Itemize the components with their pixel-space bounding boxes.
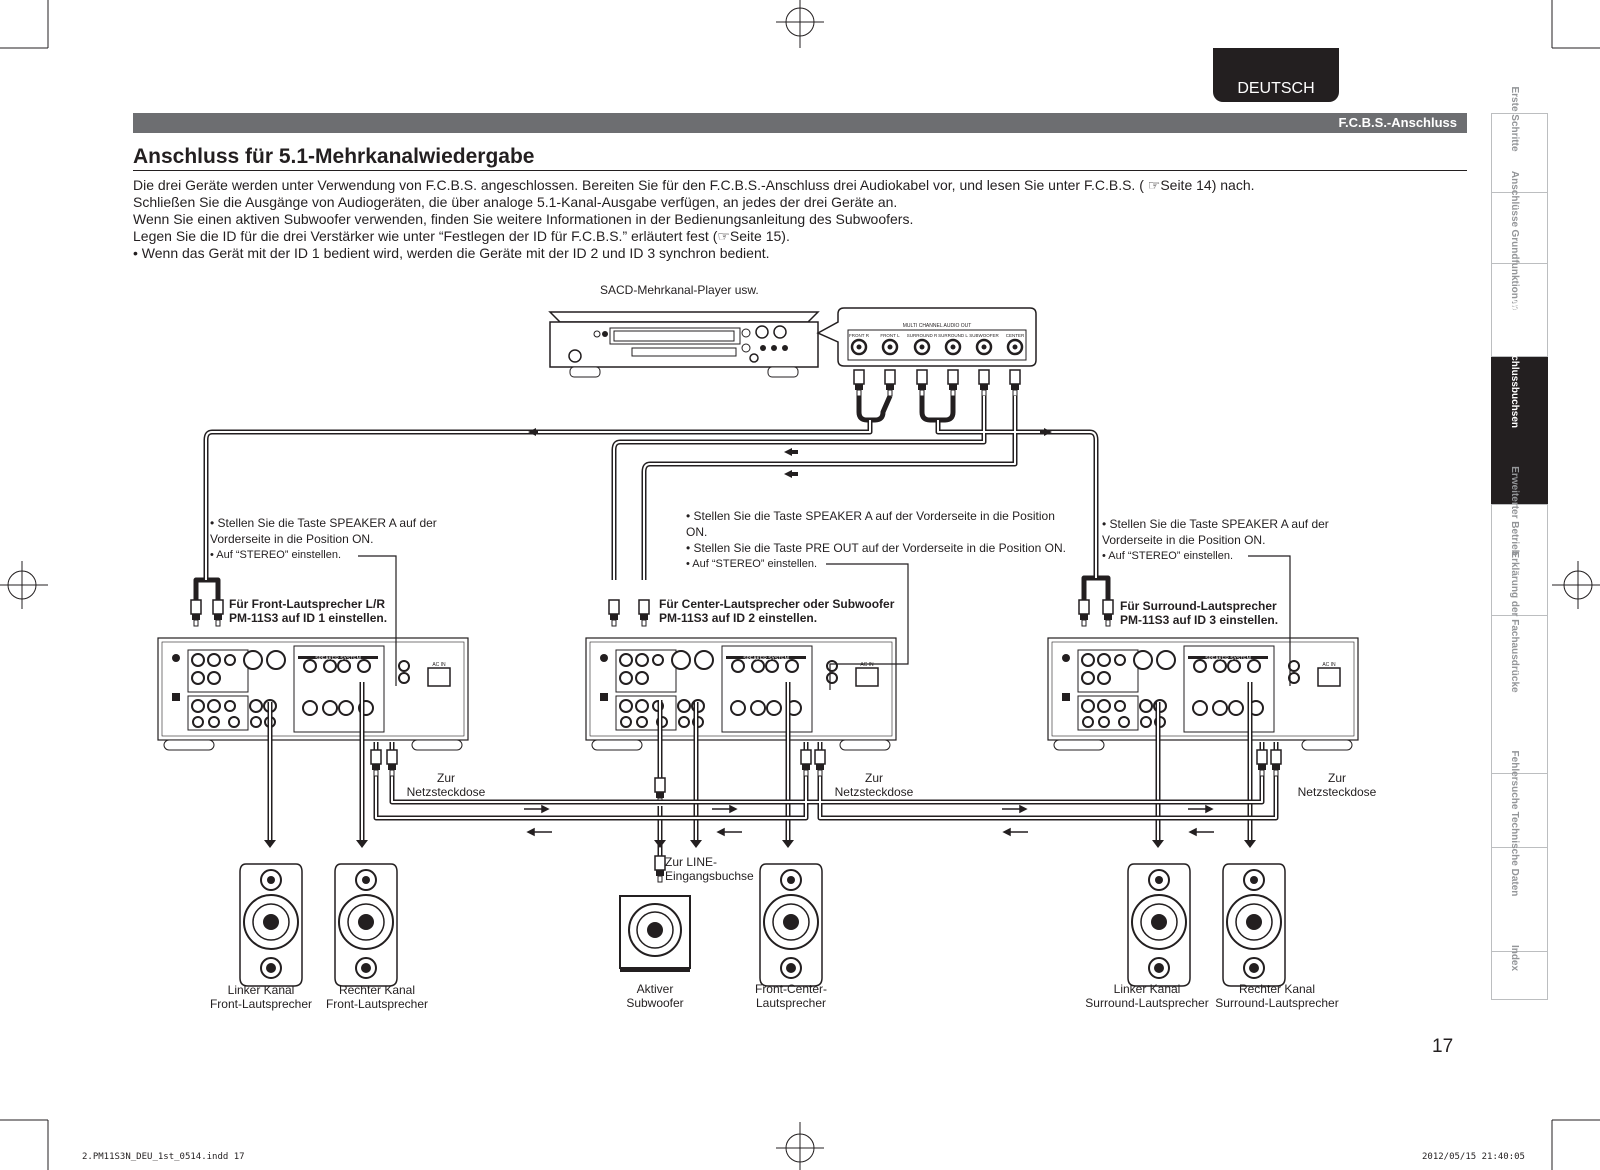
page-number: 17 [1432,1036,1454,1057]
speaker-caption-1a: Linker Kanal [227,983,295,997]
side-tab-technische-daten[interactable]: Technische Daten [1491,812,1548,952]
speaker-caption-2b: Front-Lautsprecher [325,997,429,1011]
line-in-label-2: Eingangsbuchse [665,869,754,883]
amp-acin-label: AC IN [1322,662,1336,668]
subwoofer [619,895,691,972]
intro-line-3: Wenn Sie einen aktiven Subwoofer verwend… [133,211,914,227]
power-label-2a: Zur [865,771,883,785]
jack-label: SURROUND L [938,333,968,338]
speaker-caption-5a: Linker Kanal [1113,982,1181,996]
power-label-3a: Zur [1328,771,1346,785]
amp3-note-2: Vorderseite in die Position ON. [1102,533,1266,547]
language-tab: DEUTSCH [1213,48,1339,102]
amp2-note-1: • Stellen Sie die Taste SPEAKER A auf de… [686,509,1055,523]
jack-label: SUBWOOFER [969,333,999,338]
speaker-caption-5b: Surround-Lautsprecher [1085,996,1209,1010]
amp1-note-2: Vorderseite in die Position ON. [210,532,374,546]
speaker-surround-left [1127,863,1191,987]
intro-line-2: Schließen Sie die Ausgänge von Audiogerä… [133,194,898,210]
amp-panel-label: SPEAKER SYSTEM [743,656,789,662]
side-tab-fehlersuche[interactable]: Fehlersuche [1491,751,1548,848]
speaker-caption-6a: Rechter Kanal [1238,982,1316,996]
amp-acin-label: AC IN [860,662,874,668]
side-tab-anschluesse[interactable]: Anschlüsse [1491,171,1548,264]
amp3-note-1: • Stellen Sie die Taste SPEAKER A auf de… [1102,517,1329,531]
amp1-label-2: PM-11S3 auf ID 1 einstellen. [229,611,388,625]
speaker-front-left [239,863,303,987]
amp2-label-2: PM-11S3 auf ID 2 einstellen. [659,611,818,625]
jack-label: CENTER [1006,333,1025,338]
intro-line-4: Legen Sie die ID für die drei Verstärker… [133,228,790,244]
amp2-note-3: • Stellen Sie die Taste PRE OUT auf der … [686,541,1066,555]
amp2-note-2: ON. [686,525,708,539]
slug-filename: 2.PM11S3N_DEU_1st_0514.indd 17 [82,1152,245,1162]
page-title: Anschluss für 5.1-Mehrkanalwiedergabe [133,145,535,168]
speaker-caption-3b: Subwoofer [626,996,684,1010]
jack-label: SURROUND R [907,333,938,338]
amp1-label-1: Für Front-Lautsprecher L/R [229,597,386,611]
power-label-2b: Netzsteckdose [834,785,914,799]
amp-panel-label: SPEAKER SYSTEM [315,656,361,662]
intro-line-1: Die drei Geräte werden unter Verwendung … [133,177,1255,193]
speaker-caption-3a: Aktiver [636,982,674,996]
speaker-surround-right [1222,863,1286,987]
amp3-label-1: Für Surround-Lautsprecher [1120,599,1277,613]
intro-line-5: • Wenn das Gerät mit der ID 1 bedient wi… [133,245,770,261]
amp1-note-3: • Auf “STEREO” einstellen. [210,549,342,561]
speaker-caption-4a: Front-Center- [754,982,828,996]
speaker-caption-1b: Front-Lautsprecher [209,997,313,1011]
slug-timestamp: 2012/05/15 21:40:05 [1422,1152,1525,1162]
speaker-front-right [334,863,398,987]
side-tab-grundfunktionen[interactable]: Grundfunktionen [1491,229,1548,357]
amp3-note-3: • Auf “STEREO” einstellen. [1102,550,1234,562]
jack-label: FRONT R [849,333,870,338]
side-tab-weitere-anschlussbuchsen[interactable]: Weitere Anschlussbuchsen [1491,298,1548,505]
power-label-3b: Netzsteckdose [1297,785,1377,799]
amp-panel-label: SPEAKER SYSTEM [1205,656,1251,662]
title-underline [133,170,1467,171]
amplifier-id3 [1047,637,1359,751]
side-tab-erklaerung[interactable]: Erklärung der Fachausdrücke [1491,551,1548,774]
amp2-note-4: • Auf “STEREO” einstellen. [686,558,818,570]
amp-acin-label: AC IN [432,662,446,668]
speaker-caption-4b: Lautsprecher [755,996,827,1010]
speaker-center [759,863,823,987]
power-label-1a: Zur [437,771,455,785]
amp2-label-1: Für Center-Lautsprecher oder Subwoofer [659,597,895,611]
jack-label: FRONT L [880,333,900,338]
speaker-caption-6b: Surround-Lautsprecher [1215,996,1339,1010]
player-label: SACD-Mehrkanal-Player usw. [600,283,759,297]
side-nav [1491,113,1548,1000]
amplifier-id2 [585,637,897,751]
power-label-1b: Netzsteckdose [406,785,486,799]
amplifier-id1 [157,637,469,751]
side-tab-erste-schritte[interactable]: Erste Schritte [1491,86,1548,193]
side-tab-erweiterter-betrieb[interactable]: Erweiterter Betrieb [1491,466,1548,616]
amp1-note-1: • Stellen Sie die Taste SPEAKER A auf de… [210,516,437,530]
speaker-caption-2a: Rechter Kanal [338,983,416,997]
line-in-label-1: Zur LINE- [665,855,718,869]
amp3-label-2: PM-11S3 auf ID 3 einstellen. [1120,613,1279,627]
player-panel-title: MULTI CHANNEL AUDIO OUT [903,323,972,329]
section-header: F.C.B.S.-Anschluss [133,113,1467,133]
sacd-player [548,311,820,378]
